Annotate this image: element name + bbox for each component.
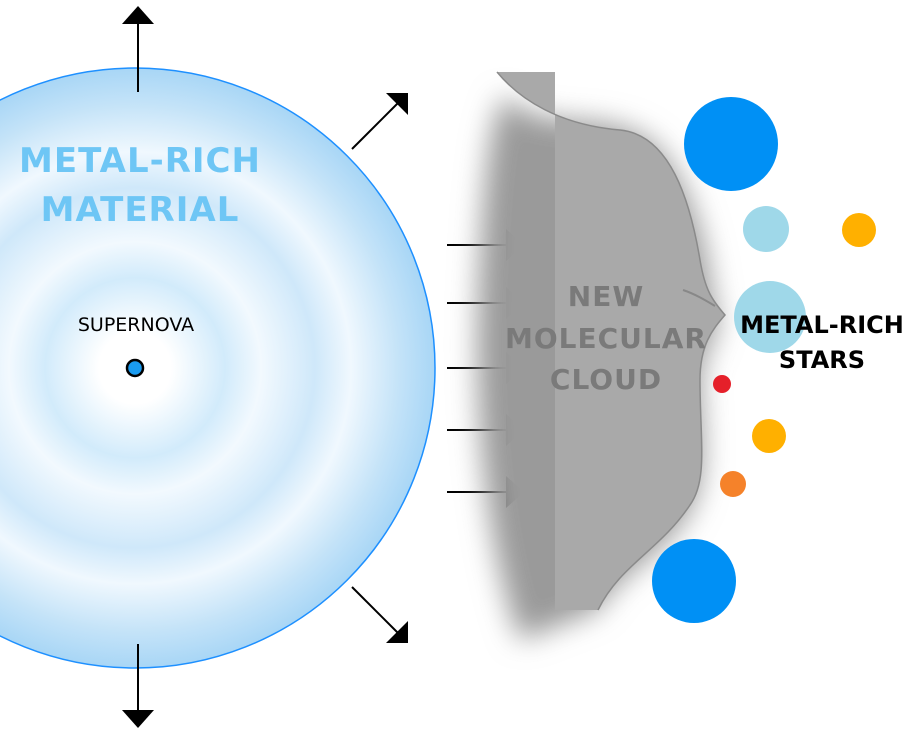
stars-label-line2: STARS [779, 346, 865, 374]
material-label-line2: MATERIAL [41, 190, 240, 230]
arrow-icon-down-right [351, 586, 408, 643]
arrow-icon-down [122, 644, 154, 728]
star-red [713, 375, 731, 393]
cloud-label-line1: NEW [568, 280, 644, 313]
star-yellow-bottom [752, 419, 786, 453]
cloud-label-line2: MOLECULAR [505, 322, 707, 355]
star-yellow-top [842, 213, 876, 247]
arrow-icon-up [122, 6, 154, 92]
star-light-blue-small [743, 206, 789, 252]
star-orange [720, 471, 746, 497]
stars-label-line1: METAL-RICH [740, 311, 904, 339]
star-light-blue-large [734, 281, 806, 353]
cloud-label-line3: CLOUD [550, 363, 662, 396]
molecular-cloud [477, 71, 726, 640]
arrow-icon-up-right [351, 93, 408, 150]
metal-rich-material-bubble [0, 67, 436, 669]
material-label-line1: METAL-RICH [19, 141, 261, 181]
star-large-blue-top [684, 97, 778, 191]
supernova-label: SUPERNOVA [78, 314, 194, 336]
star-large-blue-bottom [652, 539, 736, 623]
supernova-core-icon [125, 358, 145, 378]
